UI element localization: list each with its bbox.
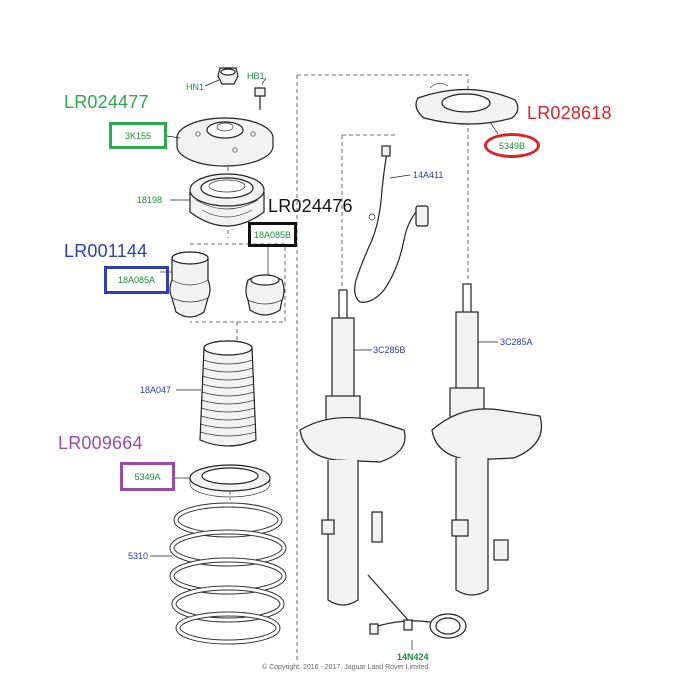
label-strut-right: 3C285A <box>500 337 533 347</box>
callout-bump-stop-right: 18A085B <box>248 222 297 247</box>
callout-spring-seat-lower: 5349A <box>120 462 175 491</box>
label-dust-boot: 18A047 <box>140 385 172 395</box>
ref-bump-stop-left: LR001144 <box>64 241 148 261</box>
speed-sensor-part <box>354 145 429 303</box>
bump-stop-left-part <box>160 251 211 318</box>
nut-hn1-part <box>204 67 239 87</box>
ref-spring-seat-lower: LR009664 <box>58 433 143 453</box>
callout-bump-stop-left-code: 18A085A <box>117 275 156 285</box>
bump-stop-right-part <box>245 247 285 316</box>
dust-boot-part <box>176 340 257 447</box>
strut-left-part <box>299 289 406 606</box>
bearing-part <box>170 173 265 227</box>
top-mount-part <box>166 117 274 167</box>
copyright-notice: © Copyright, 2016 - 2017. Jaguar Land Ro… <box>262 664 431 671</box>
callout-spring-seat-upper-code: 5349B <box>498 140 526 151</box>
label-strut-left: 3C285B <box>373 345 406 355</box>
callout-spring-seat-lower-code: 5349A <box>134 471 161 482</box>
label-bearing: 18198 <box>137 195 163 205</box>
label-harness: 14N424 <box>397 652 429 662</box>
label-hb1: HB1 <box>247 71 265 81</box>
coil-spring-part <box>150 502 287 645</box>
label-sensor: 14A411 <box>413 170 444 180</box>
callout-mount-code: 3K155 <box>124 130 152 141</box>
ref-mount: LR024477 <box>64 92 149 112</box>
callout-bump-stop-left: 18A085A <box>104 266 169 294</box>
harness-part <box>367 574 467 650</box>
callout-spring-seat-upper: 5349B <box>484 133 540 158</box>
ref-spring-seat-upper: LR028618 <box>527 103 612 123</box>
strut-right-part <box>431 283 542 596</box>
callout-mount: 3K155 <box>109 122 167 149</box>
spring-seat-upper-part <box>415 83 519 135</box>
ref-bump-stop-right: LR024476 <box>268 196 353 216</box>
callout-bump-stop-right-code: 18A085B <box>253 229 292 240</box>
spring-seat-lower-part <box>175 464 271 498</box>
label-spring: 5310 <box>128 551 149 561</box>
bolt-hb1-part <box>254 77 267 110</box>
label-hn1: HN1 <box>186 82 205 92</box>
